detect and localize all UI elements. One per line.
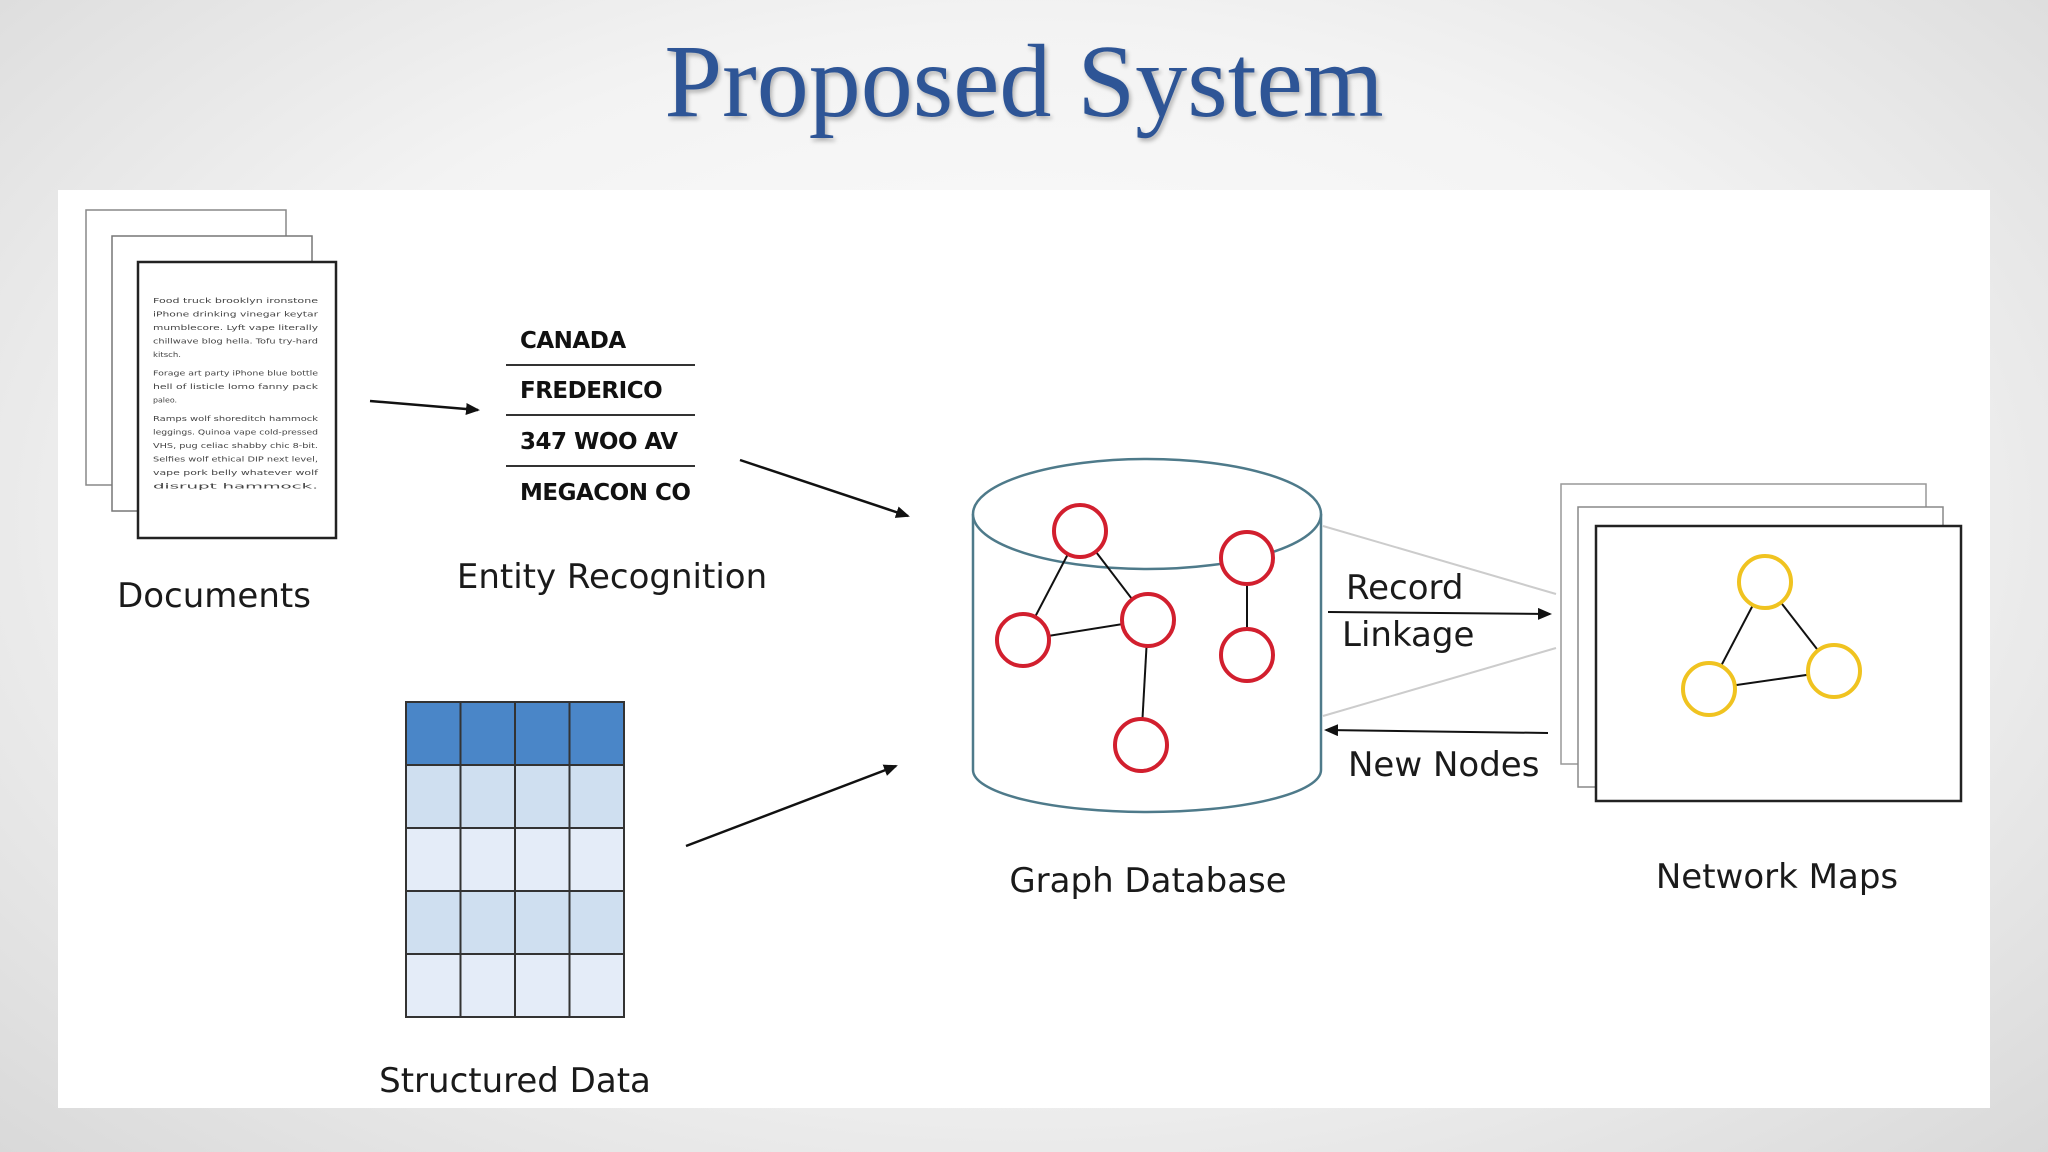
cylinder-body xyxy=(971,514,1323,814)
network-map-nodes xyxy=(1681,554,1862,717)
graph-node xyxy=(1052,503,1108,559)
table-header-cell xyxy=(459,701,516,766)
graph-node xyxy=(1219,530,1275,586)
document-text-line: VHS, pug celiac shabby chic 8-bit. xyxy=(153,441,318,450)
graph-database-label: Graph Database xyxy=(1009,861,1286,901)
document-text-line: paleo. xyxy=(153,396,177,405)
table-cell xyxy=(405,953,462,1018)
documents-stack: Food truck brooklyn ironstone iPhone drin… xyxy=(85,209,338,540)
entity-item: 347 WOO AV xyxy=(520,429,678,455)
entity-list: CANADA FREDERICO 347 WOO AV MEGACON CO xyxy=(506,328,695,506)
document-text-line: Forage art party iPhone blue bottle xyxy=(153,369,319,378)
record-linkage-label-line2: Linkage xyxy=(1342,615,1474,655)
table-cell xyxy=(568,953,625,1018)
entity-item: MEGACON CO xyxy=(520,480,690,506)
table-cell xyxy=(568,890,625,955)
table-cell xyxy=(459,953,516,1018)
table-cell xyxy=(459,890,516,955)
table-header-cell xyxy=(405,701,462,766)
graph-node xyxy=(1219,627,1275,683)
table-cell xyxy=(459,764,516,829)
table-cell xyxy=(459,827,516,892)
document-text-line: kitsch. xyxy=(153,350,181,359)
graph-node xyxy=(1113,717,1169,773)
table-header-cell xyxy=(568,701,625,766)
network-maps-label: Network Maps xyxy=(1656,857,1898,897)
entity-item: CANADA xyxy=(520,328,626,354)
table-header-cell xyxy=(514,701,571,766)
document-text-line: iPhone drinking vinegar keytar xyxy=(153,310,318,319)
table-cell xyxy=(514,890,571,955)
structured-data-table xyxy=(405,701,625,1018)
entity-recognition-label: Entity Recognition xyxy=(457,557,767,597)
entity-item: FREDERICO xyxy=(520,378,662,404)
document-text-line: mumblecore. Lyft vape literally xyxy=(153,323,319,332)
arrow-new-nodes xyxy=(1324,724,1549,737)
document-text-line: leggings. Quinoa vape cold-pressed xyxy=(153,428,318,437)
graph-node xyxy=(1120,592,1176,648)
slide-title: Proposed System xyxy=(664,24,1384,139)
document-text-line: disrupt hammock. xyxy=(153,482,318,491)
arrow-record-linkage xyxy=(1327,607,1552,620)
graph-node xyxy=(995,612,1051,668)
arrow-structured-to-graph xyxy=(685,764,898,848)
document-text-line: chillwave blog hella. Tofu try-hard xyxy=(153,337,318,346)
document-text-line: Ramps wolf shoreditch hammock xyxy=(153,414,319,423)
network-node xyxy=(1806,643,1862,699)
document-text-line: Food truck brooklyn ironstone xyxy=(153,296,319,305)
new-nodes-label: New Nodes xyxy=(1348,745,1539,785)
document-text-line: hell of listicle lomo fanny pack xyxy=(153,382,319,391)
graph-nodes xyxy=(995,503,1275,773)
network-node xyxy=(1681,661,1737,717)
document-body-text: Food truck brooklyn ironstone iPhone drin… xyxy=(153,296,319,491)
document-page-front xyxy=(136,260,338,540)
table-cell xyxy=(405,764,462,829)
table-cell xyxy=(514,764,571,829)
table-cell xyxy=(405,890,462,955)
network-maps-stack xyxy=(1560,483,1963,803)
documents-label: Documents xyxy=(117,576,311,616)
arrow-documents-to-entities xyxy=(369,399,480,415)
graph-database-cylinder xyxy=(971,457,1323,814)
table-cell xyxy=(514,827,571,892)
arrow-entities-to-graph xyxy=(739,458,910,518)
document-text-line: Selfies wolf ethical DIP next level, xyxy=(153,455,318,464)
table-cell xyxy=(514,953,571,1018)
table-cell xyxy=(568,827,625,892)
document-text-line: vape pork belly whatever wolf xyxy=(153,468,319,477)
table-cell xyxy=(405,827,462,892)
structured-data-label: Structured Data xyxy=(379,1061,651,1101)
record-linkage-label-line1: Record xyxy=(1346,568,1463,608)
projection-line xyxy=(1322,647,1557,717)
projection-line xyxy=(1322,525,1557,595)
network-node xyxy=(1737,554,1793,610)
table-cell xyxy=(568,764,625,829)
